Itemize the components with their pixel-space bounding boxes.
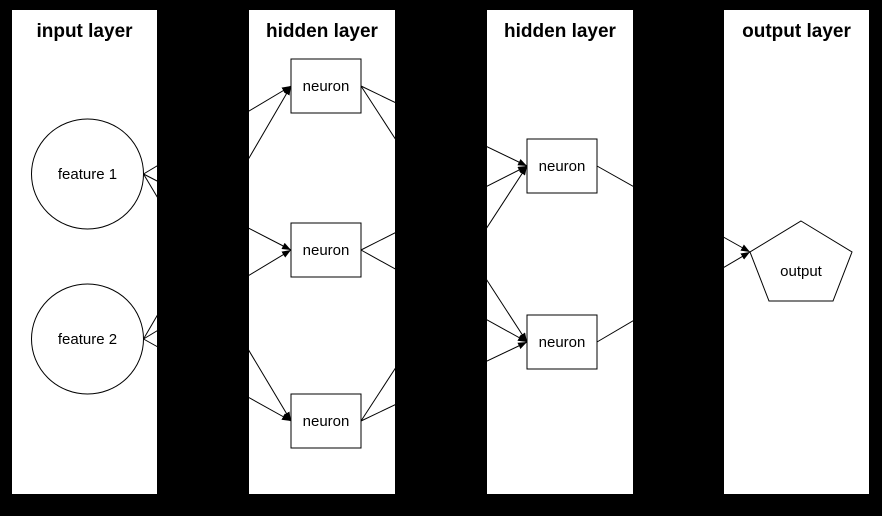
node-label: neuron [303, 413, 350, 430]
hidden1-neuron-1-node: neuron [290, 58, 362, 114]
neuron-box [290, 393, 362, 449]
output-pentagon [749, 220, 853, 302]
edge-arrow [143, 85, 292, 175]
edge-arrow [143, 249, 292, 340]
node-label: neuron [539, 334, 586, 351]
hidden2-neuron-2-node: neuron [526, 314, 598, 370]
input-layer-panel [12, 10, 157, 494]
feature-1-node: feature 1 [31, 118, 144, 230]
edge-arrow [360, 85, 528, 343]
edge-arrow [596, 251, 751, 343]
output-node: output [749, 220, 853, 302]
node-label: neuron [539, 158, 586, 175]
node-label: neuron [303, 242, 350, 259]
layer-title-hidden-1: hidden layer [266, 21, 379, 42]
node-label: feature 1 [58, 166, 117, 183]
edge-arrow [360, 85, 528, 167]
hidden1-neuron-2-node: neuron [290, 222, 362, 278]
neuron-box [290, 58, 362, 114]
layer-title-hidden-2: hidden layer [504, 21, 617, 42]
edge-arrow [143, 85, 292, 340]
node-label: output [780, 263, 823, 280]
neuron-box [526, 138, 598, 194]
feature-2-node: feature 2 [31, 283, 144, 395]
edge-arrow [143, 338, 292, 422]
hidden2-neuron-1-node: neuron [526, 138, 598, 194]
node-label: neuron [303, 78, 350, 95]
edge-arrow [360, 165, 528, 251]
layer-title-output: output layer [742, 21, 851, 42]
hidden-layer-2-panel [487, 10, 633, 494]
node-label: feature 2 [58, 331, 117, 348]
neuron-box [526, 314, 598, 370]
feature-2-circle [31, 283, 144, 395]
edges-group [143, 85, 751, 422]
neuron-box [290, 222, 362, 278]
hidden1-neuron-3-node: neuron [290, 393, 362, 449]
edge-arrow [360, 341, 528, 422]
feature-1-circle [31, 118, 144, 230]
edge-arrow [360, 249, 528, 343]
edge-arrow [596, 165, 751, 253]
edge-arrow [360, 165, 528, 422]
edge-arrow [143, 173, 292, 422]
layer-title-input: input layer [36, 21, 133, 42]
